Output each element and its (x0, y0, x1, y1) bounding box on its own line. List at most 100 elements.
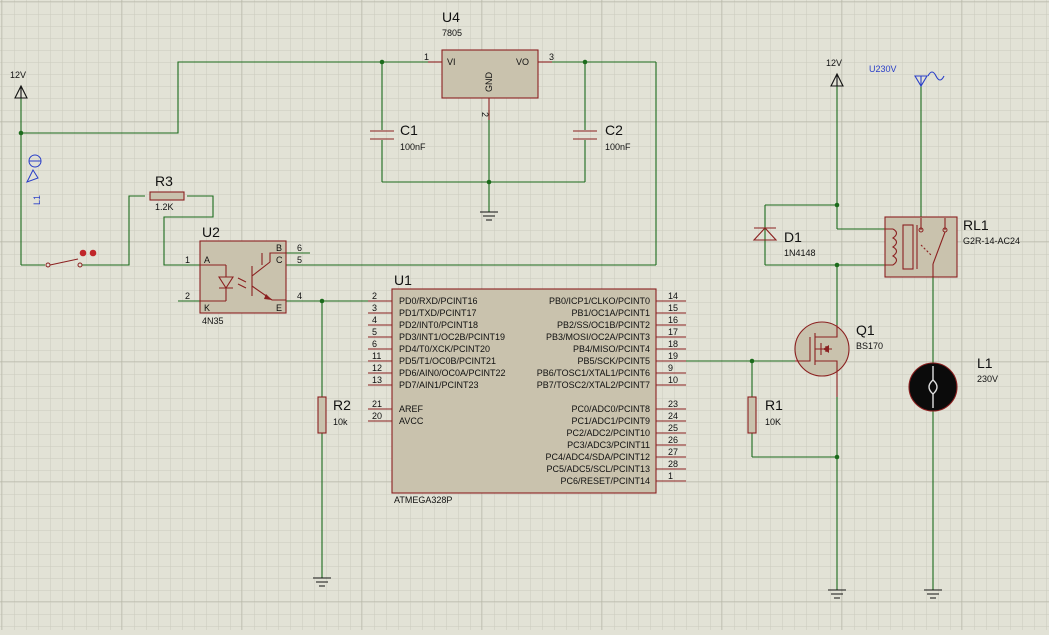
svg-text:2: 2 (185, 291, 190, 301)
u1-pin-number: 17 (668, 327, 678, 337)
svg-text:4: 4 (297, 291, 302, 301)
diode-d1[interactable]: D1 1N4148 (752, 227, 816, 258)
u1-pin-number: 12 (372, 363, 382, 373)
power-u230v[interactable]: U230V (869, 64, 945, 88)
u1-pin-number: 26 (668, 435, 678, 445)
svg-text:4N35: 4N35 (202, 316, 224, 326)
u1-pin-number: 18 (668, 339, 678, 349)
l1-switch-indicator[interactable]: L1 (25, 154, 42, 205)
u1-pin-number: 4 (372, 315, 377, 325)
svg-text:D1: D1 (784, 229, 802, 245)
u1-pin-number: 11 (372, 351, 381, 361)
u1-pin-number: 3 (372, 303, 377, 313)
relay-rl1[interactable]: RL1 G2R-14-AC24 (884, 216, 1020, 278)
u1-pin-number: 24 (668, 411, 678, 421)
svg-text:R2: R2 (333, 397, 351, 413)
svg-text:6: 6 (297, 243, 302, 253)
svg-text:VO: VO (516, 57, 529, 67)
u1-pin-name: PC3/ADC3/PCINT11 (567, 440, 650, 450)
switch-contact[interactable] (45, 249, 97, 268)
u1-pin-name: PB4/MISO/PCINT4 (573, 344, 650, 354)
u1-pin-number: 15 (668, 303, 678, 313)
power-12v-left[interactable]: 12V (10, 70, 28, 99)
power-12v-right[interactable]: 12V (826, 58, 844, 87)
svg-text:C1: C1 (400, 122, 418, 138)
u1-pin-number: 25 (668, 423, 678, 433)
svg-text:5: 5 (297, 255, 302, 265)
svg-text:VI: VI (447, 57, 456, 67)
u1-pin-name: PD1/TXD/PCINT17 (399, 308, 477, 318)
svg-text:C2: C2 (605, 122, 623, 138)
u1-pin-name: PC0/ADC0/PCINT8 (571, 404, 650, 414)
u1-pin-number: 13 (372, 375, 382, 385)
u1-pin-name: AREF (399, 404, 424, 414)
mosfet-q1[interactable]: Q1 BS170 (794, 321, 883, 397)
svg-text:12V: 12V (10, 70, 26, 80)
u1-pin-name: PB3/MOSI/OC2A/PCINT3 (546, 332, 650, 342)
svg-text:R1: R1 (765, 397, 783, 413)
svg-text:RL1: RL1 (963, 217, 989, 233)
u1-pin-name: PD0/RXD/PCINT16 (399, 296, 478, 306)
resistor-r1[interactable]: R1 10K (747, 396, 783, 434)
lamp-l1[interactable]: L1 230V (908, 355, 998, 412)
u1-pin-name: PC5/ADC5/SCL/PCINT13 (546, 464, 650, 474)
u1-pin-number: 20 (372, 411, 382, 421)
svg-text:10K: 10K (765, 417, 781, 427)
u1-pin-name: PC6/RESET/PCINT14 (560, 476, 650, 486)
u1-pin-number: 19 (668, 351, 678, 361)
svg-text:3: 3 (549, 52, 554, 62)
wires (20, 61, 945, 590)
u1-pin-number: 27 (668, 447, 678, 457)
svg-text:B: B (276, 243, 282, 253)
u1-pin-name: PB5/SCK/PCINT5 (577, 356, 650, 366)
u1-pin-name: PC4/ADC4/SDA/PCINT12 (545, 452, 650, 462)
svg-text:230V: 230V (977, 374, 998, 384)
u1-pin-number: 6 (372, 339, 377, 349)
u1-pin-number: 1 (668, 471, 673, 481)
svg-text:1N4148: 1N4148 (784, 248, 816, 258)
u1-pin-name: AVCC (399, 416, 424, 426)
u1-pin-number: 10 (668, 375, 678, 385)
u1-pin-number: 2 (372, 291, 377, 301)
junctions (18, 59, 840, 460)
capacitor-c2[interactable]: C2 100nF (573, 122, 631, 152)
u1-pin-name: PB1/OC1A/PCINT1 (571, 308, 650, 318)
svg-text:L1: L1 (977, 355, 993, 371)
u1-pin-name: PD5/T1/OC0B/PCINT21 (399, 356, 496, 366)
resistor-r3[interactable]: R3 1.2K (149, 173, 185, 212)
svg-text:ATMEGA328P: ATMEGA328P (394, 495, 452, 505)
u1-pin-name: PB7/TOSC2/XTAL2/PCINT7 (537, 380, 650, 390)
u1-pin-number: 14 (668, 291, 678, 301)
capacitor-c1[interactable]: C1 100nF (370, 122, 426, 152)
u1-pin-name: PD7/AIN1/PCINT23 (399, 380, 479, 390)
svg-text:K: K (204, 303, 210, 313)
svg-text:R3: R3 (155, 173, 173, 189)
u1-pin-number: 5 (372, 327, 377, 337)
u1-pin-name: PD6/AIN0/OC0A/PCINT22 (399, 368, 506, 378)
u1-pin-number: 16 (668, 315, 678, 325)
resistor-r2[interactable]: R2 10k (317, 396, 351, 434)
u1-pin-number: 23 (668, 399, 678, 409)
svg-text:100nF: 100nF (605, 142, 631, 152)
svg-text:U1: U1 (394, 272, 412, 288)
svg-text:C: C (276, 255, 283, 265)
u1-pin-name: PD4/T0/XCK/PCINT20 (399, 344, 490, 354)
svg-text:U4: U4 (442, 9, 460, 25)
svg-text:A: A (204, 255, 210, 265)
svg-text:U2: U2 (202, 224, 220, 240)
u1-pin-name: PC1/ADC1/PCINT9 (571, 416, 650, 426)
svg-text:10k: 10k (333, 417, 348, 427)
svg-text:BS170: BS170 (856, 341, 883, 351)
svg-text:Q1: Q1 (856, 322, 875, 338)
u1-pin-name: PD2/INT0/PCINT18 (399, 320, 478, 330)
regulator-u4[interactable]: U4 7805 VI VO GND 1 3 2 (424, 9, 554, 120)
svg-text:U230V: U230V (869, 64, 897, 74)
optocoupler-u2[interactable]: U2 4N35 A K B C E 1 2 6 5 4 (185, 224, 302, 326)
svg-text:7805: 7805 (442, 28, 462, 38)
u1-pin-number: 21 (372, 399, 382, 409)
svg-text:2: 2 (480, 112, 490, 117)
svg-text:GND: GND (484, 72, 494, 93)
